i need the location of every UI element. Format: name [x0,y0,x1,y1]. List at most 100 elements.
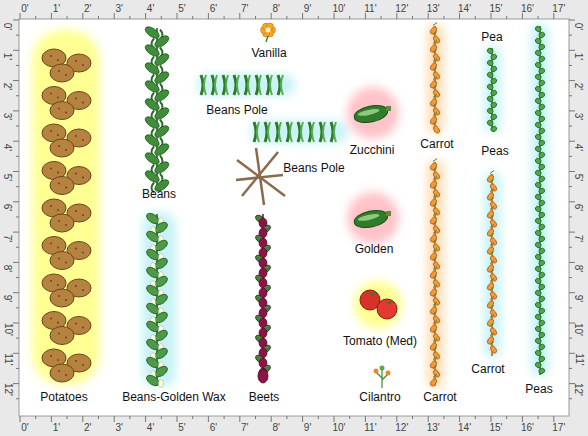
leaf [486,210,495,219]
leaf [429,270,438,279]
ruler-tick [82,13,83,19]
leaf [489,237,498,246]
potato-eye [50,318,52,320]
ruler-label: 3' [115,422,122,433]
bean-pod [256,75,258,95]
leaf [534,97,542,105]
potato-eye [82,177,84,179]
ruler-tick [13,292,19,293]
ruler-tick [208,416,209,422]
ruler-label: 6' [2,204,13,211]
carrot-top [433,77,437,80]
leaf [432,243,441,252]
ruler-label: 8' [272,422,279,433]
leaf [486,192,495,201]
carrot-top [490,270,494,273]
potato-eye [50,168,52,170]
ruler-label: 1' [53,422,60,433]
plant-label: Zucchini [350,143,395,157]
carrot-top [490,234,494,237]
leaf [534,49,542,57]
plant-label: Golden [355,242,394,256]
zucchini [353,103,390,126]
carrot-top [433,294,437,297]
potato-eye [50,243,52,245]
leaf [490,77,498,85]
ruler-tick [82,416,83,422]
ruler-tick [67,16,68,19]
potato-eye [75,60,77,62]
ruler-label: 5' [573,174,584,181]
potato-eye [65,262,67,264]
ruler-label: 13' [427,422,440,433]
leaf [143,97,161,113]
potato-eye [50,205,52,207]
ruler-label: 12' [395,422,408,433]
ruler-tick [13,141,19,142]
zucchini-stem [386,211,391,216]
ruler-label: 12' [395,3,408,14]
cilantro-leaf [374,369,379,374]
potato [50,102,74,120]
ruler-tick [177,416,178,422]
ruler-tick [522,416,523,422]
potato-eye [82,327,84,329]
leaf [490,89,498,97]
carrot-top [433,357,437,360]
leaf [534,217,542,225]
leaf [490,101,498,109]
leaf [432,297,441,306]
ruler-tick [506,16,507,19]
ruler-tick [569,35,572,36]
carrot-top [490,261,494,264]
ruler-label: 4' [2,143,13,150]
leaf [486,174,495,183]
ruler-tick [569,232,575,233]
leaf [432,53,441,62]
ruler-label: 1' [2,53,13,60]
plant-label: Pea [481,30,502,44]
ruler-label: 5' [2,174,13,181]
ruler-label: 7' [2,234,13,241]
ruler-tick [16,307,19,308]
potato-eye [82,252,84,254]
potato [50,64,74,82]
carrot-top [490,288,494,291]
ruler-tick [35,16,36,19]
cilantro-leaf [380,366,385,371]
ruler-tick [569,20,575,21]
leaf [429,360,438,369]
ruler-tick [20,13,21,19]
ruler-tick [569,292,575,293]
bean-pod [212,75,214,95]
potato-eye [82,139,84,141]
plant-label: Potatoes [40,390,87,404]
leaf [429,378,438,387]
bean-pod [276,122,278,142]
plant-label: Beans-Golden Wax [122,390,226,404]
bean-pod [234,75,236,95]
leaf [538,31,546,39]
leaf [538,163,546,171]
leaf [432,369,441,378]
zucchini [353,208,390,231]
leaf [486,71,494,79]
cilantro-leaf [386,371,391,376]
plant-glow [354,281,402,329]
plant-glow [427,24,444,134]
leaf [432,71,441,80]
ruler-label: 0' [573,22,584,29]
bean-pod [254,122,256,142]
ruler-tick [67,416,68,419]
bean-pod [204,75,206,95]
ruler-tick [491,416,492,422]
carrot-top [433,366,437,369]
leaf [534,289,542,297]
ruler-tick [161,416,162,419]
leaf [490,65,498,73]
leaf [538,307,546,315]
leaf [432,279,441,288]
ruler-tick [16,186,19,187]
potato-eye [65,337,67,339]
carrot-top [433,312,437,315]
